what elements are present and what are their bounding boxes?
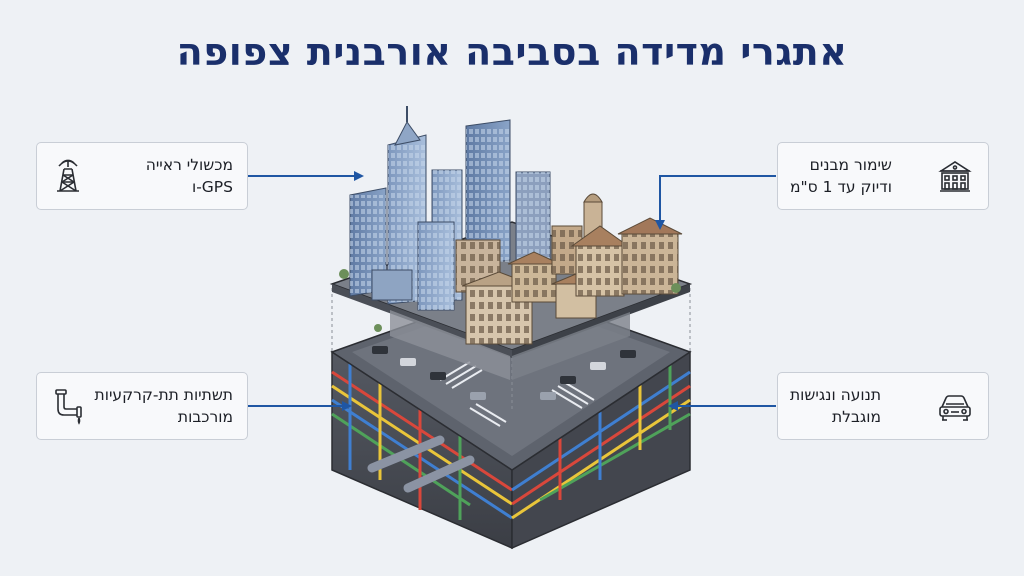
- card-text: תשתיות תת-קרקעיות מורכבות: [95, 384, 233, 428]
- card-line-1: תנועה ונגישות: [790, 386, 882, 404]
- card-line-2: GPS-ו: [191, 178, 233, 196]
- card-gps-obstructions: מכשולי ראייה GPS-ו: [36, 142, 248, 210]
- underground-section: [331, 350, 691, 550]
- card-line-1: מכשולי ראייה: [145, 156, 233, 174]
- card-traffic-access: תנועה ונגישות מוגבלת: [777, 372, 989, 440]
- card-line-2: ודיוק עד 1 ס"מ: [790, 178, 892, 196]
- pipe-icon: [55, 389, 82, 425]
- card-text: תנועה ונגישות מוגבלת: [790, 384, 881, 428]
- modern-towers: [349, 106, 551, 311]
- card-text: מכשולי ראייה GPS-ו: [146, 154, 233, 198]
- large-conduits: [367, 435, 475, 493]
- card-building-preservation: שימור מבנים ודיוק עד 1 ס"מ: [777, 142, 989, 210]
- antenna-tower-icon: [57, 159, 79, 192]
- historic-buildings: [339, 193, 683, 345]
- card-line-2: מוגבלת: [831, 408, 882, 426]
- card-line-2: מורכבות: [177, 408, 233, 426]
- card-line-1: תשתיות תת-קרקעיות: [94, 386, 233, 404]
- arrows: [248, 171, 776, 411]
- page-title: אתגרי מדידה בסביבה אורבנית צפופה: [176, 30, 848, 74]
- card-underground-infrastructure: תשתיות תת-קרקעיות מורכבות: [36, 372, 248, 440]
- street-cars: [372, 346, 636, 400]
- historic-building-icon: [938, 161, 972, 192]
- car-icon: [939, 395, 971, 421]
- card-text: שימור מבנים ודיוק עד 1 ס"מ: [790, 154, 892, 198]
- card-line-1: שימור מבנים: [809, 156, 892, 174]
